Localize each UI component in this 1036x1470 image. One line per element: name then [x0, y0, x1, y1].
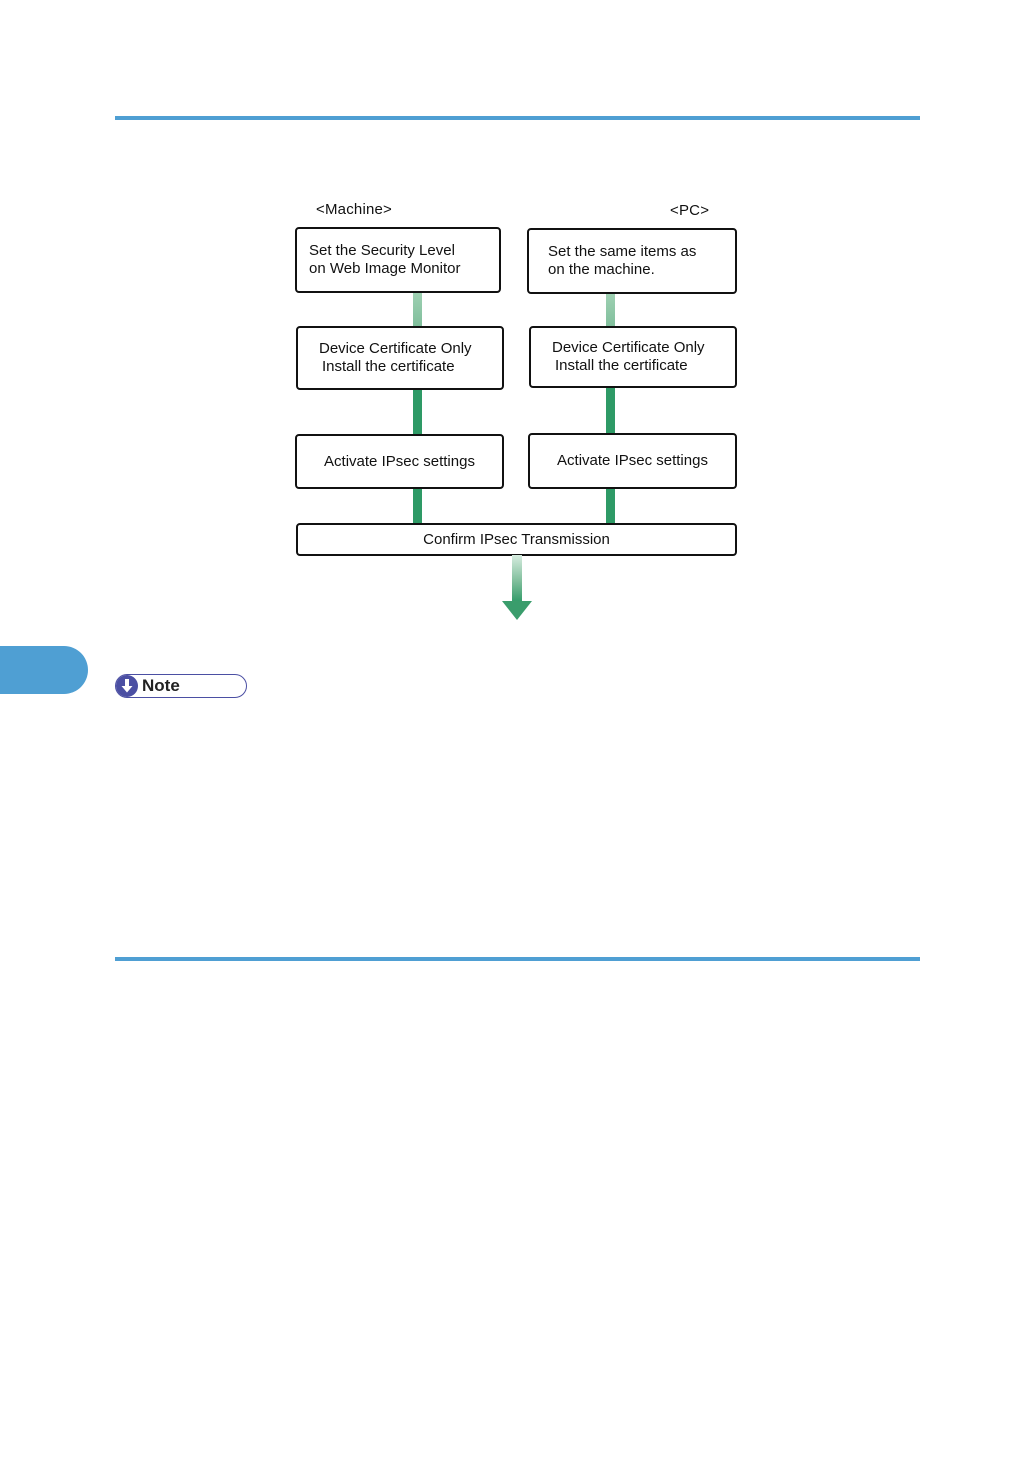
step-line: Activate IPsec settings [557, 452, 708, 470]
final-step-confirm: Confirm IPsec Transmission [296, 523, 737, 556]
connector [606, 387, 615, 434]
connector [606, 488, 615, 524]
machine-step-certificate: Device Certificate Only Install the cert… [296, 326, 504, 390]
connector [413, 389, 422, 435]
connector [413, 292, 422, 327]
connector [413, 488, 422, 524]
pc-step-activate-ipsec: Activate IPsec settings [528, 433, 737, 489]
step-line: Device Certificate Only [552, 339, 723, 357]
note-label: Note [142, 676, 180, 696]
step-line: Device Certificate Only [319, 340, 490, 358]
pc-step-same-items: Set the same items as on the machine. [527, 228, 737, 294]
step-line: Set the Security Level [309, 242, 487, 260]
connector [606, 293, 615, 328]
step-line: Set the same items as [548, 243, 723, 261]
step-line: on Web Image Monitor [309, 260, 487, 278]
note-heading: Note [115, 674, 247, 698]
down-arrow-circle-icon [115, 674, 139, 698]
down-arrow-icon [500, 555, 534, 621]
header-rule [115, 116, 920, 120]
step-line: on the machine. [548, 261, 723, 279]
machine-column-label: <Machine> [316, 201, 392, 218]
chapter-tab [0, 646, 88, 694]
step-line: Activate IPsec settings [324, 453, 475, 471]
pc-step-certificate: Device Certificate Only Install the cert… [529, 326, 737, 388]
machine-step-activate-ipsec: Activate IPsec settings [295, 434, 504, 489]
pc-column-label: <PC> [670, 202, 709, 219]
step-line: Confirm IPsec Transmission [423, 531, 610, 549]
machine-step-security-level: Set the Security Level on Web Image Moni… [295, 227, 501, 293]
footer-rule [115, 957, 920, 961]
step-line: Install the certificate [319, 358, 490, 376]
step-line: Install the certificate [552, 357, 723, 375]
